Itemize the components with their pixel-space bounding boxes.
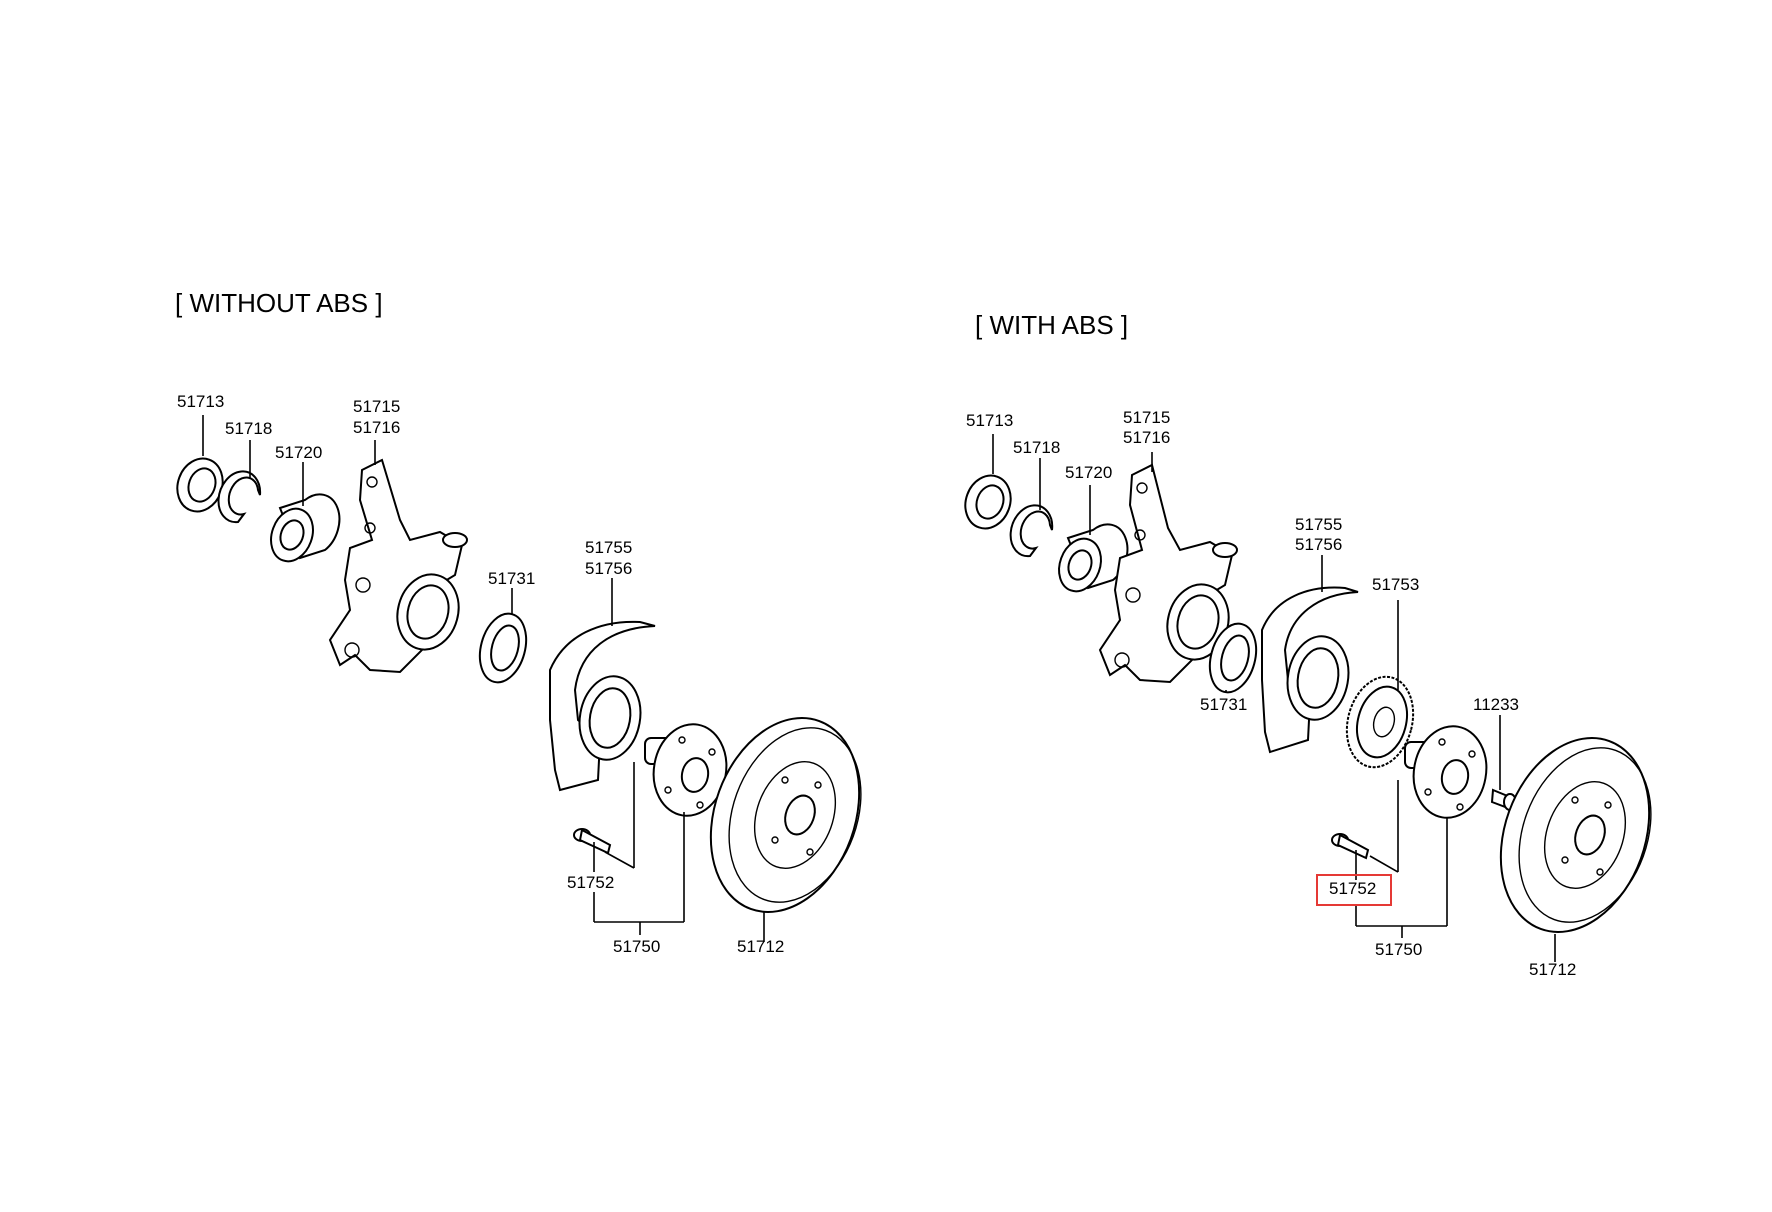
- label-51755: 51755: [585, 538, 632, 557]
- label-51752: 51752: [1329, 879, 1376, 898]
- wheel-bearing: [270, 493, 341, 563]
- label-51720: 51720: [1065, 463, 1112, 482]
- steering-knuckle: [328, 458, 468, 674]
- wheel-bearing: [1058, 523, 1129, 593]
- hub-bolt: [573, 828, 612, 855]
- section-with-abs: [ WITH ABS ] 51713 51718 51720: [964, 310, 1652, 979]
- steering-knuckle: [1098, 463, 1238, 684]
- dust-cover: [1261, 586, 1359, 754]
- wheel-hub: [1404, 725, 1488, 819]
- brake-disc: [1499, 737, 1652, 933]
- label-51713: 51713: [966, 411, 1013, 430]
- wheel-hub: [644, 723, 728, 817]
- label-51731: 51731: [1200, 695, 1247, 714]
- label-51720: 51720: [275, 443, 322, 462]
- section-without-abs: [ WITHOUT ABS ] 51713 51718 51720: [175, 288, 862, 956]
- abs-tone-wheel: [1345, 675, 1415, 769]
- label-51716: 51716: [1123, 428, 1170, 447]
- highlight-box: [1316, 874, 1392, 906]
- label-51756: 51756: [1295, 535, 1342, 554]
- inner-oil-seal: [1208, 622, 1258, 694]
- label-51753: 51753: [1372, 575, 1419, 594]
- section-title: [ WITHOUT ABS ]: [175, 288, 383, 318]
- label-51756: 51756: [585, 559, 632, 578]
- section-title: [ WITH ABS ]: [975, 310, 1128, 340]
- label-51750: 51750: [613, 937, 660, 956]
- label-51712: 51712: [1529, 960, 1576, 979]
- snap-ring: [217, 470, 262, 524]
- brake-disc: [709, 717, 862, 913]
- oil-seal: [964, 474, 1012, 530]
- oil-seal: [176, 457, 224, 513]
- inner-oil-seal: [478, 612, 528, 684]
- dust-cover: [549, 620, 656, 792]
- disc-screw: [1490, 788, 1517, 811]
- label-51718: 51718: [1013, 438, 1060, 457]
- label-51716: 51716: [353, 418, 400, 437]
- label-51731: 51731: [488, 569, 535, 588]
- label-51715: 51715: [353, 397, 400, 416]
- label-11233: 11233: [1473, 695, 1519, 714]
- label-51755: 51755: [1295, 515, 1342, 534]
- snap-ring: [1009, 504, 1054, 558]
- label-51712: 51712: [737, 937, 784, 956]
- label-51752: 51752: [567, 873, 614, 892]
- label-51750: 51750: [1375, 940, 1422, 959]
- hub-bolt: [1331, 833, 1370, 860]
- label-51713: 51713: [177, 392, 224, 411]
- label-51715: 51715: [1123, 408, 1170, 427]
- label-51718: 51718: [225, 419, 272, 438]
